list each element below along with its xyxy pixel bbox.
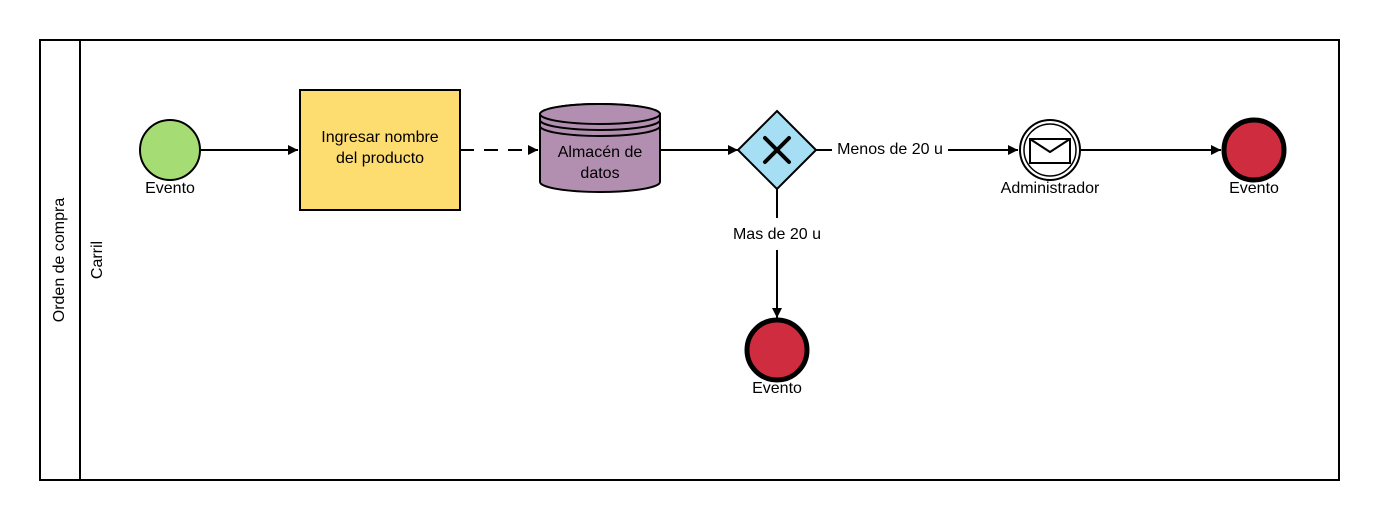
pool[interactable]: Orden de compra — [39, 39, 1340, 481]
data-store-label-line1: Almacén de — [558, 144, 643, 161]
end-event-bottom[interactable]: Evento — [744, 317, 810, 397]
end-event-bottom-circle — [744, 317, 810, 383]
message-event-label: Administrador — [1001, 180, 1100, 197]
pool-border — [39, 39, 1340, 481]
lane-label: Carril — [89, 241, 106, 279]
task-box — [299, 89, 461, 211]
data-store-ring-2 — [539, 125, 661, 137]
flow-label-less-than: Menos de 20 u — [837, 141, 943, 158]
data-store-top — [539, 103, 661, 125]
end-event-right-label: Evento — [1229, 180, 1279, 197]
lane[interactable]: Carril — [89, 241, 106, 279]
task-label-line2: del producto — [336, 150, 424, 167]
flow-label-more-than: Mas de 20 u — [733, 226, 821, 243]
data-store-ring-1 — [539, 119, 661, 131]
data-store-label-line2: datos — [580, 165, 619, 182]
end-event-right-circle — [1221, 117, 1287, 183]
start-event-label: Evento — [145, 180, 195, 197]
data-store[interactable]: Almacén de datos — [539, 103, 661, 193]
exclusive-gateway[interactable] — [736, 109, 818, 191]
message-event[interactable]: Administrador — [1001, 119, 1100, 197]
pool-label: Orden de compra — [51, 198, 68, 323]
end-event-bottom-label: Evento — [752, 380, 802, 397]
end-event-right[interactable]: Evento — [1221, 117, 1287, 197]
start-event-circle — [139, 119, 201, 181]
gateway-x-icon-b — [763, 136, 791, 164]
envelope-flap — [1029, 138, 1071, 154]
task-label-line1: Ingresar nombre — [321, 129, 438, 146]
start-event[interactable]: Evento — [139, 119, 201, 197]
flows — [201, 145, 1221, 318]
task-ingresar-nombre[interactable]: Ingresar nombre del producto — [299, 89, 461, 211]
